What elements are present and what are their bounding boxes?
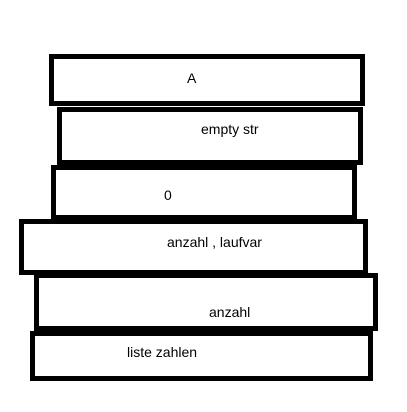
stack-layer-label: A: [187, 70, 197, 86]
stack-layer-label: anzahl , laufvar: [167, 234, 262, 250]
stack-layer-label: liste zahlen: [127, 344, 198, 360]
stack-layer-5: anzahl: [34, 273, 378, 331]
stack-layer-label: anzahl: [209, 304, 251, 320]
stack-layer-1: A: [49, 54, 365, 106]
stack-layer-label: 0: [164, 187, 172, 203]
stack-layer-6: liste zahlen: [30, 331, 373, 381]
stack-layer-2: empty str: [57, 107, 363, 165]
stack-layer-label: empty str: [201, 121, 259, 137]
stack-layer-4: anzahl , laufvar: [19, 219, 368, 275]
stack-layer-3: 0: [51, 165, 357, 220]
